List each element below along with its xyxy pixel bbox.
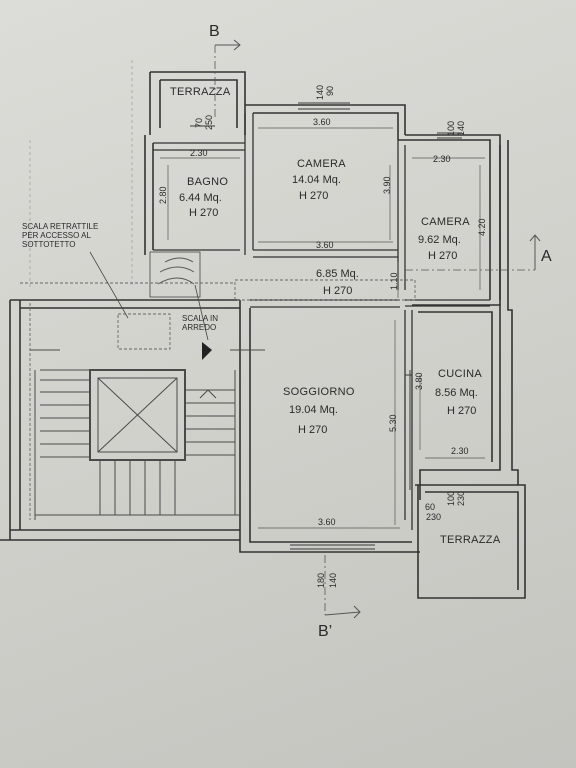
note-leader [89,251,129,319]
room-terrazza-bottom-name: TERRAZZA [440,534,501,546]
room-camera1-height: H 270 [299,190,329,202]
dim-cucina-depth: 3.80 [414,372,424,390]
staircase [30,349,265,520]
windows [190,102,462,550]
room-camera2-area: 9.62 Mq. [418,234,461,246]
dim-window-bottom-right2-b: 230 [456,490,466,506]
dim-window-bottom-a: 180 [316,572,326,588]
dim-window-bottom-right-a: 60 [425,502,436,512]
note-line: PER ACCESSO AL [22,231,91,241]
dim-cucina-width: 2.30 [451,446,469,456]
dim-soggiorno-depth: 5.30 [388,414,398,432]
dim-camera1-width-bottom: 3.60 [316,240,334,250]
dim-camera1-width-top: 3.60 [313,117,331,127]
dim-window-terrazza-b: 250 [204,114,214,130]
section-mark-right: A [541,248,552,265]
room-camera1-area: 14.04 Mq. [292,174,341,186]
room-bagno-area: 6.44 Mq. [179,192,222,204]
room-terrazza-top-name: TERRAZZA [170,86,231,98]
dim-window-bottom-right-b: 230 [426,512,442,522]
note-line: SCALA IN [182,314,219,323]
note-line: SOTTOTETTO [22,240,76,250]
room-camera2-name: CAMERA [421,216,470,228]
room-cucina-area: 8.56 Mq. [435,387,478,399]
dim-window-top-camera1-b: 90 [325,85,335,96]
room-camera1-name: CAMERA [297,158,346,170]
room-soggiorno-area: 19.04 Mq. [289,404,338,416]
room-bagno-height: H 270 [189,207,219,219]
note-line: SCALA RETRATTILE [22,222,99,231]
section-mark-top: B [209,23,220,40]
dim-bagno-width: 2.30 [190,148,208,158]
note-scala-retrattile: SCALA RETRATTILE PER ACCESSO AL SOTTOTET… [22,222,98,250]
section-mark-bottom: B’ [318,623,333,640]
room-camera2-height: H 270 [428,250,458,262]
direction-arrow-marker [202,342,212,360]
dim-camera1-depth: 3.90 [382,176,392,194]
note-line: ARREDO [182,323,217,333]
internal-stair [149,251,201,298]
room-cucina-name: CUCINA [438,368,482,380]
dim-camera2-depth: 4.20 [477,218,487,236]
dim-window-bottom-b: 140 [328,572,338,588]
room-soggiorno-height: H 270 [298,424,328,436]
room-corridor-height: H 270 [323,285,353,297]
room-corridor-area: 6.85 Mq. [316,268,359,280]
dim-soggiorno-width: 3.60 [318,517,336,527]
dim-corridor-depth: 1.10 [389,272,399,290]
interior-walls [153,113,490,530]
dim-camera2-width: 2.30 [433,154,451,164]
section-line-b [214,45,326,615]
note-scala-arredo: SCALA IN ARREDO [182,314,218,332]
room-bagno-name: BAGNO [187,176,229,188]
room-cucina-height: H 270 [447,405,477,417]
outer-walls [0,71,526,599]
dim-window-camera2-b: 140 [456,120,466,136]
room-soggiorno-name: SOGGIORNO [283,386,355,398]
dim-bagno-depth: 2.80 [158,186,168,204]
